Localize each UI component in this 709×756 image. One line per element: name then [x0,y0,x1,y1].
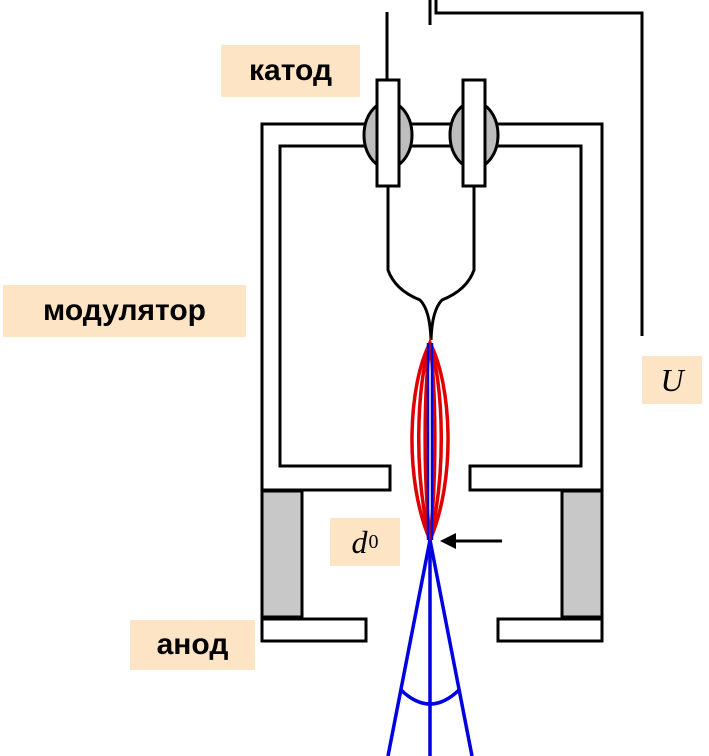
anode-plate-right [496,617,604,643]
crossover-beam [410,336,450,545]
diameter-symbol: d [351,524,368,560]
cathode-label: катод [221,45,360,97]
voltage-supply-wire [434,0,644,336]
anode-plate-left [260,617,368,643]
cathode-post-left [375,78,401,188]
beam-edge-right [428,539,474,756]
cathode-label-text: катод [249,54,332,87]
divergence-angle-arc [399,688,461,706]
cathode-filament [386,186,476,341]
cathode-post-right [461,78,487,188]
divergent-beam [386,539,474,756]
beam-middle-envelope [417,336,443,541]
anode-label: анод [130,620,255,670]
crossover-arrow [440,533,502,549]
anode-insulator-right [560,489,604,619]
beam-axis-lines [426,343,434,540]
diameter-subscript: 0 [368,531,379,553]
supply-wires [385,0,644,336]
modulator-label: модулятор [3,285,246,337]
beam-edge-left [386,539,432,756]
anode-insulator-left [260,489,304,619]
modulator-label-text: модулятор [43,294,206,327]
anode-assembly [260,489,604,643]
voltage-label-text: U [660,362,684,398]
beam-inner-envelope [423,342,437,541]
voltage-label: U [642,356,702,404]
anode-label-text: анод [156,628,229,661]
